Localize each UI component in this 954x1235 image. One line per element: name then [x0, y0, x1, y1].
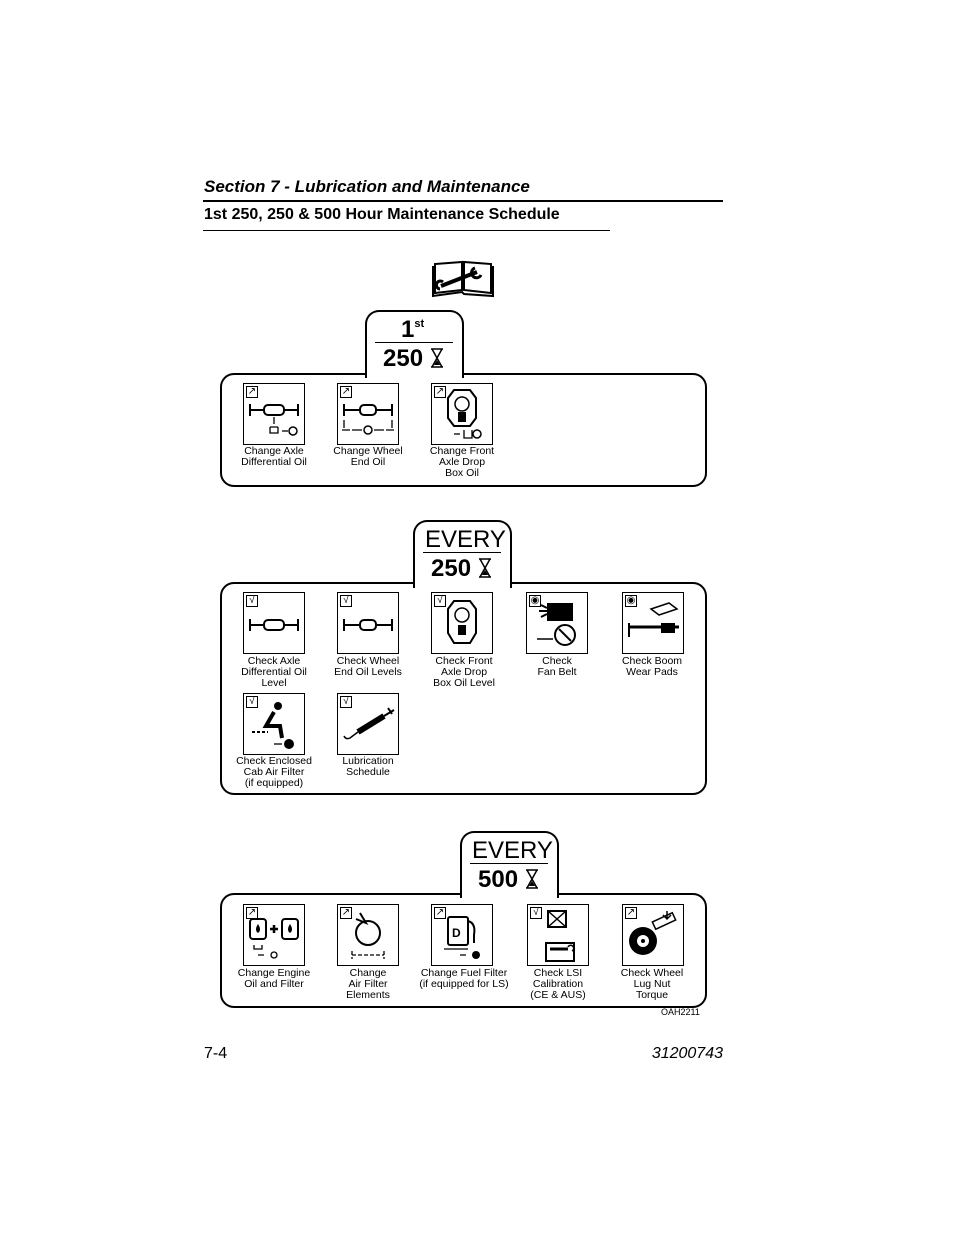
- change-badge-icon: ↗: [340, 386, 352, 398]
- wheel-end-oil-icon: [342, 404, 394, 435]
- check-badge-icon: √: [340, 595, 352, 607]
- tab-hours: 250: [431, 555, 472, 582]
- wheel-lug-nut-torque-icon: [629, 911, 677, 955]
- check-fan-belt-tile: ◉: [526, 592, 588, 654]
- section-rule: [203, 200, 723, 202]
- tab-label: EVERY: [472, 837, 553, 864]
- change-axle-differential-oil-tile: ↗: [243, 383, 305, 445]
- check-front-axle-drop-box-tile: √: [431, 592, 493, 654]
- every-500-tab: EVERY 500: [460, 831, 559, 898]
- figure-id: OAH2211: [661, 1007, 700, 1017]
- first-250-tab: 1st 250: [365, 310, 464, 378]
- section-title: Section 7 - Lubrication and Maintenance: [204, 177, 530, 196]
- footer-document-number: 31200743: [651, 1045, 723, 1062]
- air-filter-icon: [351, 912, 385, 959]
- change-badge-icon: ↗: [625, 907, 637, 919]
- check-badge-icon: √: [434, 595, 446, 607]
- tab-superscript: st: [414, 318, 425, 330]
- check-wheel-lug-nut-torque-tile: ↗: [622, 904, 684, 966]
- item-label: Change Fuel Filter(if equipped for LS): [419, 967, 509, 990]
- boom-wear-pads-icon: [628, 602, 679, 637]
- change-air-filter-tile: ↗: [337, 904, 399, 966]
- grease-gun-icon: [343, 707, 395, 740]
- lubrication-schedule-tile: √: [337, 693, 399, 755]
- axle-drop-box-icon: [447, 600, 477, 644]
- hourglass-icon: [431, 348, 443, 368]
- tab-hours: 250: [383, 345, 424, 372]
- check-lsi-calibration-tile: √: [527, 904, 589, 966]
- engine-oil-filter-icon: [249, 918, 299, 959]
- inspect-badge-icon: ◉: [625, 595, 637, 607]
- change-badge-icon: ↗: [434, 907, 446, 919]
- hourglass-icon: [526, 869, 538, 889]
- check-cab-air-filter-tile: √: [243, 693, 305, 755]
- check-wheel-end-oil-tile: √: [337, 592, 399, 654]
- check-boom-wear-pads-tile: ◉: [622, 592, 684, 654]
- check-badge-icon: √: [340, 696, 352, 708]
- inspect-badge-icon: ◉: [529, 595, 541, 607]
- change-fuel-filter-tile: ↗ D: [431, 904, 493, 966]
- heading-rule: [203, 230, 610, 231]
- tab-label: EVERY: [425, 526, 506, 553]
- manual-wrench-icon: [431, 260, 495, 298]
- fan-belt-icon: [537, 603, 576, 646]
- check-axle-differential-oil-tile: √: [243, 592, 305, 654]
- tab-hours: 500: [478, 866, 519, 893]
- check-badge-icon: √: [246, 595, 258, 607]
- fuel-filter-icon: D: [444, 916, 480, 959]
- axle-drop-box-icon: [447, 389, 482, 439]
- tab-number: 1: [401, 316, 415, 343]
- svg-text:D: D: [452, 926, 461, 940]
- footer-page-number: 7-4: [204, 1045, 228, 1062]
- axle-differential-oil-icon: [249, 619, 299, 631]
- check-badge-icon: √: [246, 696, 258, 708]
- page-heading: 1st 250, 250 & 500 Hour Maintenance Sche…: [204, 206, 560, 223]
- every-250-tab: EVERY 250: [413, 520, 512, 588]
- change-badge-icon: ↗: [340, 907, 352, 919]
- check-badge-icon: √: [530, 907, 542, 919]
- change-badge-icon: ↗: [246, 386, 258, 398]
- change-wheel-end-oil-tile: ↗: [337, 383, 399, 445]
- wheel-end-oil-icon: [343, 619, 393, 631]
- change-front-axle-drop-box-oil-tile: ↗: [431, 383, 493, 445]
- lsi-calibration-icon: [545, 910, 575, 962]
- change-badge-icon: ↗: [434, 386, 446, 398]
- hourglass-icon: [479, 558, 491, 578]
- cab-air-filter-icon: [252, 702, 294, 749]
- axle-differential-oil-icon: [249, 404, 299, 436]
- change-engine-oil-filter-tile: ↗: [243, 904, 305, 966]
